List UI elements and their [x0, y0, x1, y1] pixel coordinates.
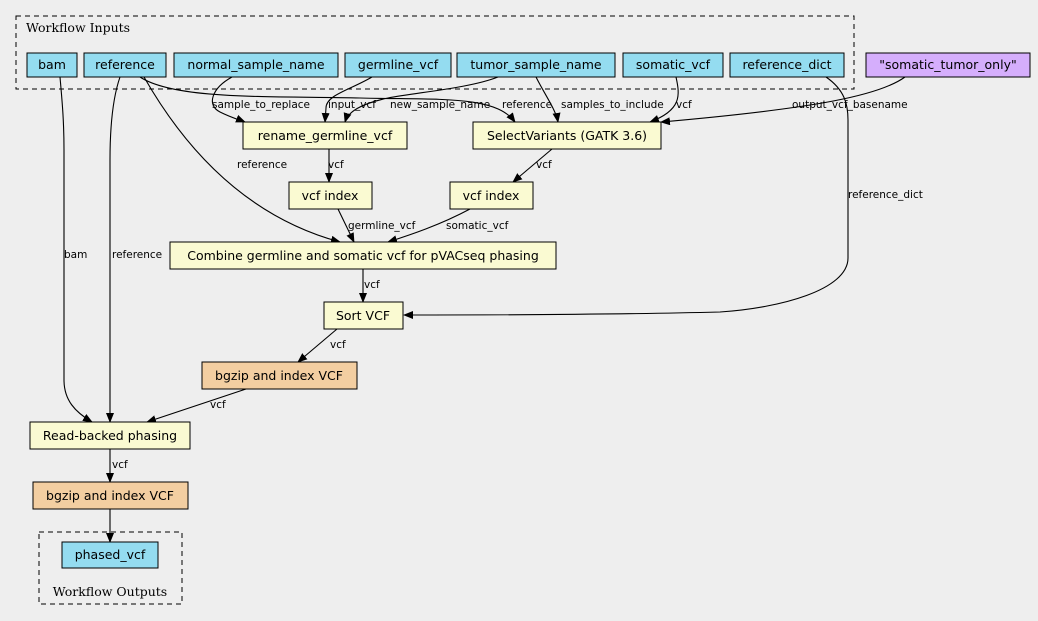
- edge-label-output-vcf-basename: output_vcf_basename: [792, 99, 908, 111]
- edge-reference-select: [139, 76, 516, 123]
- node-select-variants-label: SelectVariants (GATK 3.6): [487, 128, 647, 143]
- edge-reference-phasing: [106, 76, 121, 423]
- node-combine-vcf-label: Combine germline and somatic vcf for pVA…: [187, 248, 539, 263]
- node-bgzip-index-2[interactable]: bgzip and index VCF: [32, 481, 189, 510]
- edge-label-vcf-bgzip1: vcf: [210, 399, 226, 411]
- node-reference-dict[interactable]: reference_dict: [729, 52, 845, 78]
- node-vcf-index-germline-label: vcf index: [302, 188, 359, 203]
- edge-label-bam: bam: [64, 249, 87, 261]
- edge-germline-vcf: [337, 208, 355, 243]
- edge-bam: [59, 76, 93, 423]
- node-sort-vcf[interactable]: Sort VCF: [323, 301, 404, 330]
- edge-label-vcf-phasing: vcf: [112, 459, 128, 471]
- edge-output-vcf-basename: [660, 76, 906, 126]
- edge-label-vcf-select-input: vcf: [676, 99, 692, 111]
- node-bgzip-index-1-label: bgzip and index VCF: [215, 368, 343, 383]
- node-vcf-index-somatic-box: [449, 181, 534, 210]
- edge-label-vcf-rename: vcf: [328, 159, 344, 171]
- node-germline-vcf-label: germline_vcf: [358, 57, 439, 72]
- node-read-backed-phasing-box: [29, 421, 191, 450]
- edge-reference-dict: [403, 76, 849, 319]
- node-somatic-tumor-only-label: "somatic_tumor_only": [879, 57, 1016, 72]
- node-germline-vcf[interactable]: germline_vcf: [344, 52, 452, 78]
- node-normal-sample-name-label: normal_sample_name: [187, 57, 325, 72]
- node-bam[interactable]: bam: [26, 52, 78, 78]
- edge-sample-to-replace: [211, 76, 246, 123]
- node-normal-sample-name[interactable]: normal_sample_name: [173, 52, 339, 78]
- edge-vcf-sort: [297, 328, 338, 363]
- node-phased-vcf-box: [61, 541, 159, 569]
- edge-reference-combine: [143, 76, 341, 244]
- node-sort-vcf-box: [323, 301, 404, 330]
- node-phased-vcf[interactable]: phased_vcf: [61, 541, 159, 569]
- edge-label-vcf-select: vcf: [536, 159, 552, 171]
- node-somatic-vcf[interactable]: somatic_vcf: [622, 52, 724, 78]
- node-somatic-vcf-box: [622, 52, 724, 78]
- node-read-backed-phasing-label: Read-backed phasing: [43, 428, 177, 443]
- edge-label-somatic-vcf: somatic_vcf: [446, 220, 509, 232]
- node-tumor-sample-name-box: [456, 52, 616, 78]
- edge-label-input-vcf: input_vcf: [328, 99, 376, 111]
- edge-label-reference-dict: reference_dict: [848, 189, 923, 201]
- edge-label-new-sample-name: new_sample_name: [390, 99, 490, 111]
- node-select-variants-box: [472, 121, 662, 150]
- edge-vcf-bgzip1: [146, 388, 247, 423]
- node-select-variants[interactable]: SelectVariants (GATK 3.6): [472, 121, 662, 150]
- edge-label-samples-to-include: samples_to_include: [561, 99, 664, 111]
- node-germline-vcf-box: [344, 52, 452, 78]
- edge-label-reference-phasing: reference: [112, 249, 162, 261]
- node-bgzip-index-2-box: [32, 481, 189, 510]
- edge-vcf-select-input: [649, 76, 679, 123]
- node-reference-box: [83, 52, 167, 78]
- edge-new-sample-name: [343, 76, 499, 123]
- node-somatic-tumor-only-box: [865, 52, 1031, 78]
- node-vcf-index-somatic-label: vcf index: [463, 188, 520, 203]
- node-rename-germline-vcf-label: rename_germline_vcf: [258, 128, 393, 143]
- node-reference-dict-label: reference_dict: [742, 57, 831, 72]
- edge-samples-to-include: [535, 76, 561, 123]
- node-bgzip-index-1[interactable]: bgzip and index VCF: [201, 361, 358, 390]
- edges: [59, 76, 906, 543]
- node-sort-vcf-label: Sort VCF: [336, 308, 390, 323]
- edge-vcf-select: [512, 148, 553, 183]
- node-vcf-index-somatic[interactable]: vcf index: [449, 181, 534, 210]
- node-vcf-index-germline[interactable]: vcf index: [288, 181, 373, 210]
- edge-label-germline-vcf: germline_vcf: [348, 220, 416, 232]
- edge-label-reference-combine: reference: [237, 159, 287, 171]
- node-phased-vcf-label: phased_vcf: [75, 547, 146, 562]
- node-rename-germline-vcf[interactable]: rename_germline_vcf: [242, 121, 408, 150]
- node-normal-sample-name-box: [173, 52, 339, 78]
- node-bgzip-index-1-box: [201, 361, 358, 390]
- node-bam-box: [26, 52, 78, 78]
- workflow-outputs-cluster: Workflow Outputs: [38, 531, 183, 605]
- node-somatic-tumor-only[interactable]: "somatic_tumor_only": [865, 52, 1031, 78]
- node-rename-germline-vcf-box: [242, 121, 408, 150]
- workflow-inputs-cluster: Workflow Inputs: [15, 15, 855, 90]
- node-read-backed-phasing[interactable]: Read-backed phasing: [29, 421, 191, 450]
- node-reference-label: reference: [95, 57, 155, 72]
- workflow-inputs-title: Workflow Inputs: [26, 20, 130, 35]
- node-tumor-sample-name[interactable]: tumor_sample_name: [456, 52, 616, 78]
- node-bam-label: bam: [38, 57, 66, 72]
- edge-label-sample-to-replace: sample_to_replace: [212, 99, 310, 111]
- edge-labels: sample_to_replace input_vcf new_sample_n…: [64, 99, 923, 471]
- workflow-outputs-title: Workflow Outputs: [53, 584, 167, 599]
- node-bgzip-index-2-label: bgzip and index VCF: [46, 488, 174, 503]
- edge-input-vcf: [321, 76, 373, 123]
- node-reference-dict-box: [729, 52, 845, 78]
- node-reference[interactable]: reference: [83, 52, 167, 78]
- node-tumor-sample-name-label: tumor_sample_name: [470, 57, 601, 72]
- node-vcf-index-germline-box: [288, 181, 373, 210]
- edge-somatic-vcf: [387, 208, 471, 244]
- node-combine-vcf[interactable]: Combine germline and somatic vcf for pVA…: [169, 241, 557, 270]
- node-combine-vcf-box: [169, 241, 557, 270]
- edge-label-vcf-combine: vcf: [364, 279, 380, 291]
- edge-label-reference-select: reference: [502, 99, 552, 111]
- edge-label-vcf-sort: vcf: [330, 339, 346, 351]
- node-somatic-vcf-label: somatic_vcf: [636, 57, 711, 72]
